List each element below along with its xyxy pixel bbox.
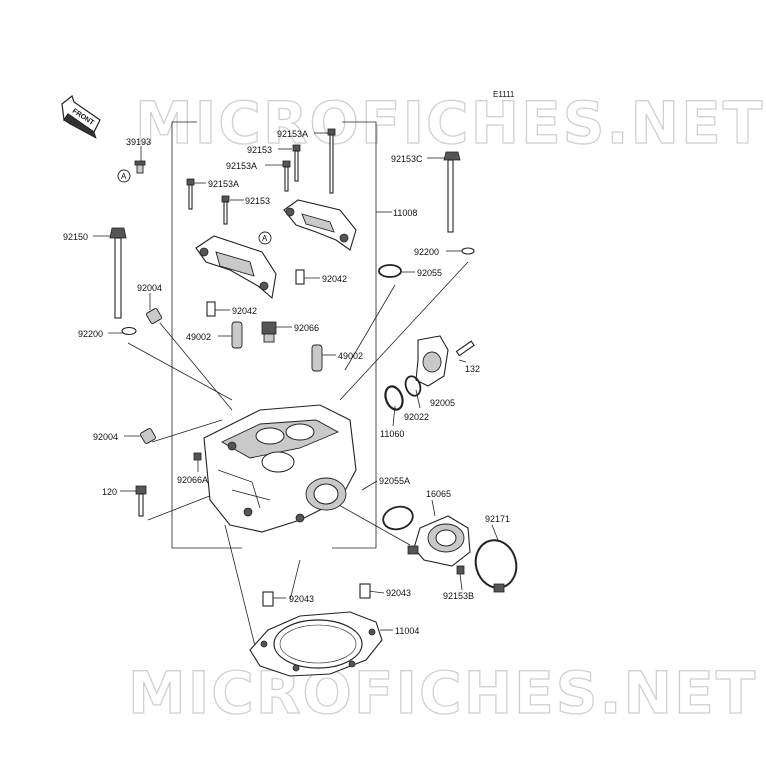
- plug-92066: [261, 321, 277, 343]
- bolt-92153A-top: [327, 128, 336, 194]
- label-92043-left: 92043: [289, 594, 314, 604]
- label-92005: 92005: [430, 398, 455, 408]
- joint-16065: [407, 515, 471, 567]
- bolt-39193: [134, 160, 146, 174]
- label-92153A-3: 92153A: [208, 179, 239, 189]
- label-92066A: 92066A: [177, 475, 208, 485]
- dowel-92042-right: [295, 269, 305, 285]
- leader-lines: [93, 132, 499, 651]
- washer-92200-left: [121, 326, 137, 336]
- label-92153A-2: 92153A: [226, 161, 257, 171]
- cylinder-head: [203, 404, 357, 533]
- cam-cap-left: [195, 235, 277, 300]
- bolt-92153A-left: [186, 178, 195, 210]
- label-92153B: 92153B: [443, 591, 474, 601]
- svg-text:A: A: [262, 234, 268, 243]
- dowel-92042-left: [206, 301, 216, 317]
- front-arrow-icon: FRONT: [61, 94, 101, 139]
- guide-49002-left: [231, 321, 243, 349]
- label-92153-2: 92153: [245, 196, 270, 206]
- clamp-92171: [474, 539, 518, 593]
- cam-cap-right: [283, 199, 357, 251]
- label-92004-bottom: 92004: [93, 432, 118, 442]
- guide-49002-right: [311, 344, 323, 372]
- diagram-code: E1111: [493, 90, 515, 99]
- watermark-top: MICROFICHES.NET: [135, 89, 764, 157]
- bolt-92153A-mid: [282, 160, 291, 192]
- label-92171: 92171: [485, 514, 510, 524]
- bolt-92153-left: [221, 195, 230, 225]
- label-92004-top: 92004: [137, 283, 162, 293]
- oring-92055: [378, 264, 402, 278]
- label-49002-left: 49002: [186, 332, 211, 342]
- dowel-92043-right: [359, 583, 371, 599]
- dowel-92043-left: [262, 591, 274, 607]
- label-11060: 11060: [380, 429, 404, 439]
- label-11004: 11004: [395, 626, 419, 636]
- oring-92022: [404, 375, 422, 397]
- label-120: 120: [102, 487, 117, 497]
- label-92153A-1: 92153A: [277, 129, 308, 139]
- label-92055: 92055: [417, 268, 442, 278]
- label-49002-right: 49002: [338, 351, 363, 361]
- watermark-bottom: MICROFICHES.NET: [128, 659, 757, 727]
- gasket-11004: [249, 611, 383, 677]
- label-92042-right: 92042: [322, 274, 347, 284]
- callout-a-left: A: [117, 169, 131, 183]
- label-92200-right: 92200: [414, 247, 439, 257]
- label-92066: 92066: [294, 323, 319, 333]
- assembly-frame: [171, 121, 377, 549]
- plug-92004-top: [146, 308, 162, 324]
- plug-92066A: [193, 452, 202, 461]
- label-92022: 92022: [404, 412, 429, 422]
- bolt-92153C: [443, 151, 461, 233]
- label-92200-left: 92200: [78, 329, 103, 339]
- svg-text:A: A: [121, 172, 127, 181]
- label-92153-1: 92153: [247, 145, 272, 155]
- bolt-92153B: [456, 565, 465, 575]
- label-92150: 92150: [63, 232, 88, 242]
- bolt-92153-top: [292, 144, 301, 182]
- label-16065: 16065: [426, 489, 451, 499]
- label-132: 132: [465, 364, 480, 374]
- label-92042-left: 92042: [232, 306, 257, 316]
- outlet-92005: [415, 335, 475, 387]
- bolt-120: [135, 485, 147, 517]
- label-92043-right: 92043: [386, 588, 411, 598]
- callout-a-right: A: [258, 231, 272, 245]
- washer-92200-right: [461, 247, 475, 255]
- label-92055A: 92055A: [379, 476, 410, 486]
- gasket-11060: [384, 385, 404, 411]
- oring-92055A: [382, 505, 414, 531]
- label-92153C: 92153C: [391, 154, 423, 164]
- label-39193: 39193: [126, 137, 151, 147]
- plug-92004-bottom: [140, 428, 156, 444]
- bolt-92150: [109, 227, 127, 319]
- label-11008: 11008: [393, 208, 417, 218]
